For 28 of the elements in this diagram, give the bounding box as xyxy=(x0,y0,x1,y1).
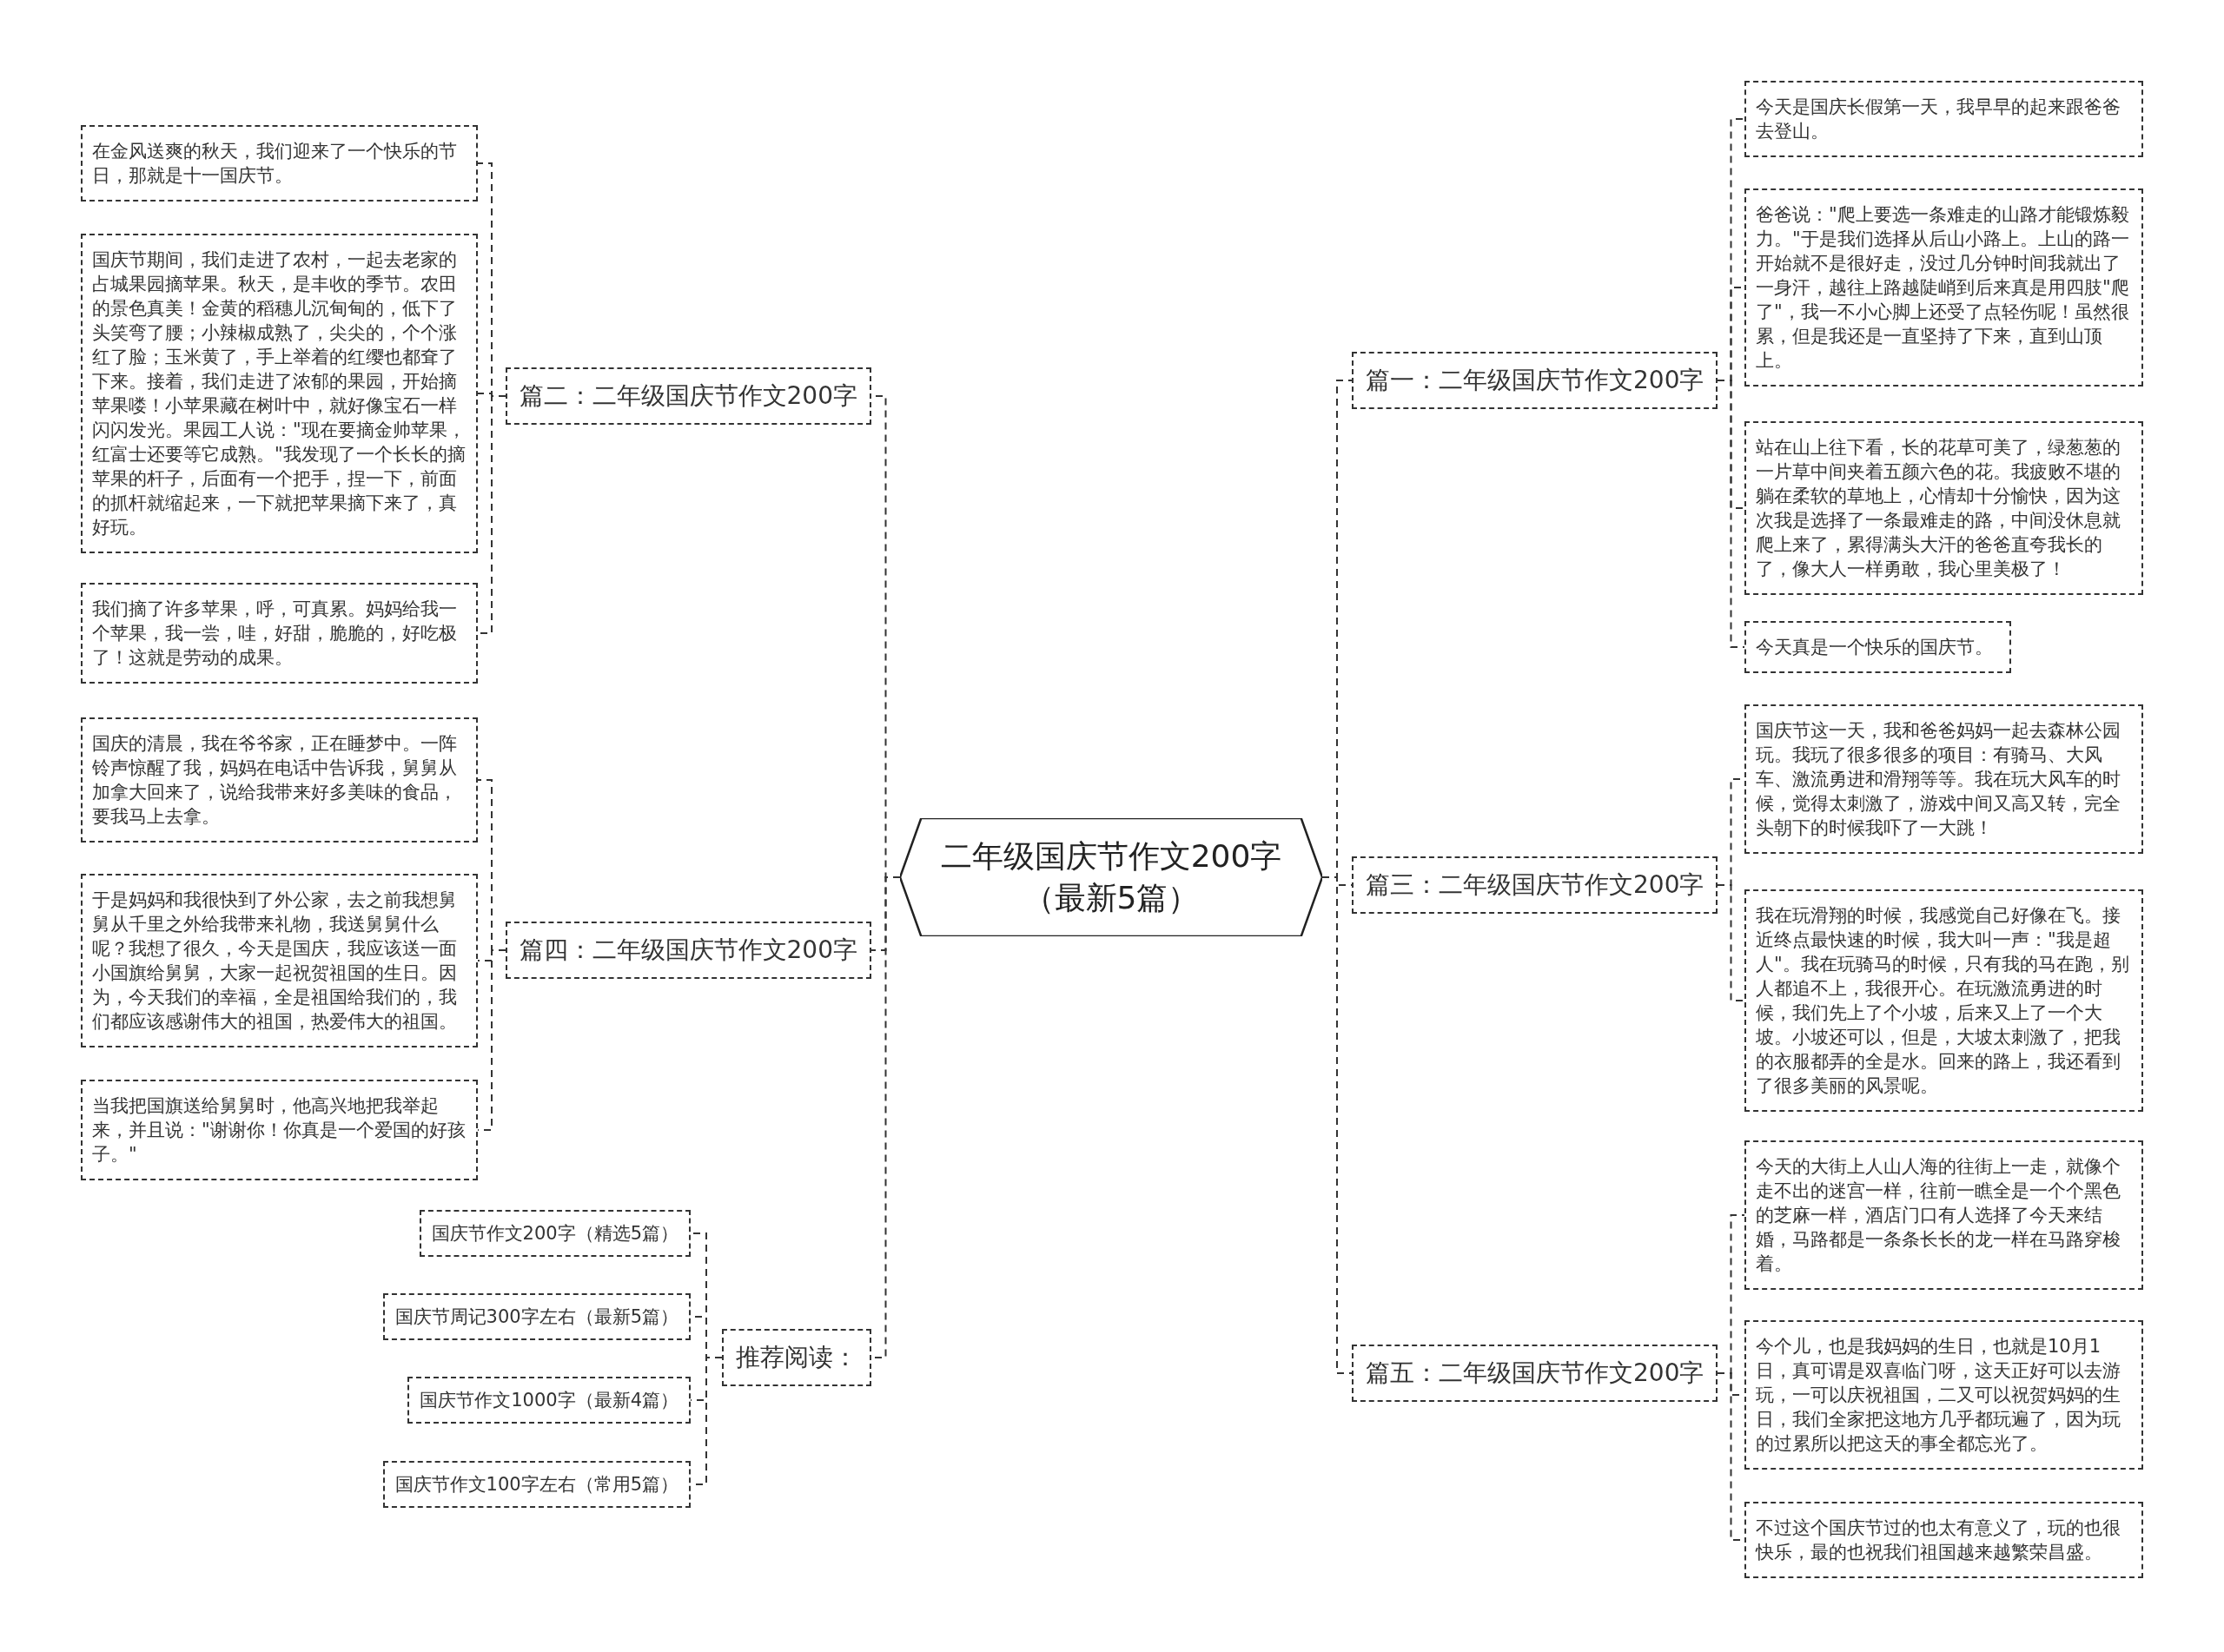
recommended-link-box: 国庆节周记300字左右（最新5篇） xyxy=(382,1293,691,1340)
essay-paragraph-box: 国庆的清晨，我在爷爷家，正在睡梦中。一阵铃声惊醒了我，妈妈在电话中告诉我，舅舅从加拿大回来了，说给我带来好多美味的食品，要我马上去拿。 xyxy=(81,717,478,843)
branch-topic-box: 篇三：二年级国庆节作文200字 xyxy=(1352,856,1718,914)
essay-paragraph-box: 站在山上往下看，长的花草可美了，绿葱葱的一片草中间夹着五颜六色的花。我疲败不堪的躺在柔软的草地上，心情却十分愉快，因为这次我是选择了一条最难走的路，中间没休息就爬上来了，累得满头大汗的爸爸直夸我长的了，像大人一样勇敢，我心里美极了！ xyxy=(1744,421,2143,595)
recommended-link-box: 国庆节作文200字（精选5篇） xyxy=(419,1210,691,1257)
essay-paragraph-box: 我们摘了许多苹果，呼，可真累。妈妈给我一个苹果，我一尝，哇，好甜，脆脆的，好吃极了！这就是劳动的成果。 xyxy=(81,583,478,684)
essay-paragraph-box: 爸爸说："爬上要选一条难走的山路才能锻炼毅力。"于是我们选择从后山小路上。上山的路一开始就不是很好走，没过几分钟时间我就出了一身汗，越往上路越陡峭到后来真是用四肢"爬了"，我一不小心脚上还受了点轻伤呢！虽然很累，但是我还是一直坚持了下来，直到山顶上。 xyxy=(1744,188,2143,387)
recommended-link-box: 国庆节作文100字左右（常用5篇） xyxy=(382,1461,691,1508)
branch-topic-box: 篇二：二年级国庆节作文200字 xyxy=(505,367,871,425)
branch-topic-box: 篇四：二年级国庆节作文200字 xyxy=(505,922,871,979)
essay-paragraph-box: 于是妈妈和我很快到了外公家，去之前我想舅舅从千里之外给我带来礼物，我送舅舅什么呢？我想了很久，今天是国庆，我应该送一面小国旗给舅舅，大家一起祝贺祖国的生日。因为，今天我们的幸福，全是祖国给我们的，我们都应该感谢伟大的祖国，热爱伟大的祖国。 xyxy=(81,874,478,1047)
connector-line xyxy=(1717,380,1745,648)
title-hexagon: 二年级国庆节作文200字（最新5篇） xyxy=(900,818,1322,936)
essay-paragraph-box: 今天真是一个快乐的国庆节。 xyxy=(1744,621,2011,673)
essay-paragraph-box: 不过这个国庆节过的也太有意义了，玩的也很快乐，最的也祝我们祖国越来越繁荣昌盛。 xyxy=(1744,1502,2143,1578)
branch-topic-box: 篇五：二年级国庆节作文200字 xyxy=(1352,1345,1718,1402)
branch-topic-box: 推荐阅读： xyxy=(722,1329,871,1386)
essay-paragraph-box: 国庆节这一天，我和爸爸妈妈一起去森林公园玩。我玩了很多很多的项目：有骑马、大风车、激流勇进和滑翔等等。我在玩大风车的时候，觉得太刺激了，游戏中间又高又转，完全头朝下的时候我吓了一大跳！ xyxy=(1744,704,2143,854)
essay-paragraph-box: 今天的大街上人山人海的往街上一走，就像个走不出的迷宫一样，往前一瞧全是一个个黑色的芝麻一样，酒店门口有人选择了今天来结婚，马路都是一条条长长的龙一样在马路穿梭着。 xyxy=(1744,1140,2143,1290)
essay-paragraph-box: 国庆节期间，我们走进了农村，一起去老家的占城果园摘苹果。秋天，是丰收的季节。农田的景色真美！金黄的稻穗儿沉甸甸的，低下了头笑弯了腰；小辣椒成熟了，尖尖的，个个涨红了脸；玉米黄了，手上举着的红缨也都耷了下来。接着，我们走进了浓郁的果园，开始摘苹果喽！小苹果藏在树叶中，就好像宝石一样闪闪发光。果园工人说："现在要摘金帅苹果，红富士还要等它成熟。"我发现了一个长长的摘苹果的杆子，后面有一个把手，捏一下，前面的抓杆就缩起来，一下就把苹果摘下来了，真好玩。 xyxy=(81,234,478,553)
connector-line xyxy=(1717,884,1745,1001)
essay-paragraph-box: 在金风送爽的秋天，我们迎来了一个快乐的节日，那就是十一国庆节。 xyxy=(81,125,478,202)
branch-topic-box: 篇一：二年级国庆节作文200字 xyxy=(1352,352,1718,409)
essay-paragraph-box: 今天是国庆长假第一天，我早早的起来跟爸爸去登山。 xyxy=(1744,81,2143,157)
essay-paragraph-box: 我在玩滑翔的时候，我感觉自己好像在飞。接近终点最快速的时候，我大叫一声："我是超人"。我在玩骑马的时候，只有我的马在跑，别人都追不上，我很开心。在玩激流勇进的时候，我们先上了个小坡，后来又上了一个大坡。小坡还可以，但是，大坡太刺激了，把我的衣服都弄的全是水。回来的路上，我还看到了很多美丽的风景呢。 xyxy=(1744,889,2143,1112)
recommended-link-box: 国庆节作文1000字（最新4篇） xyxy=(407,1377,691,1424)
essay-paragraph-box: 今个儿，也是我妈妈的生日，也就是10月1日，真可谓是双喜临门呀，这天正好可以去游玩，一可以庆祝祖国，二又可以祝贺妈妈的生日，我们全家把这地方几乎都玩遍了，因为玩的过累所以把这天的事全都忘光了。 xyxy=(1744,1320,2143,1470)
essay-paragraph-box: 当我把国旗送给舅舅时，他高兴地把我举起来，并且说："谢谢你！你真是一个爱国的好孩子。" xyxy=(81,1080,478,1180)
